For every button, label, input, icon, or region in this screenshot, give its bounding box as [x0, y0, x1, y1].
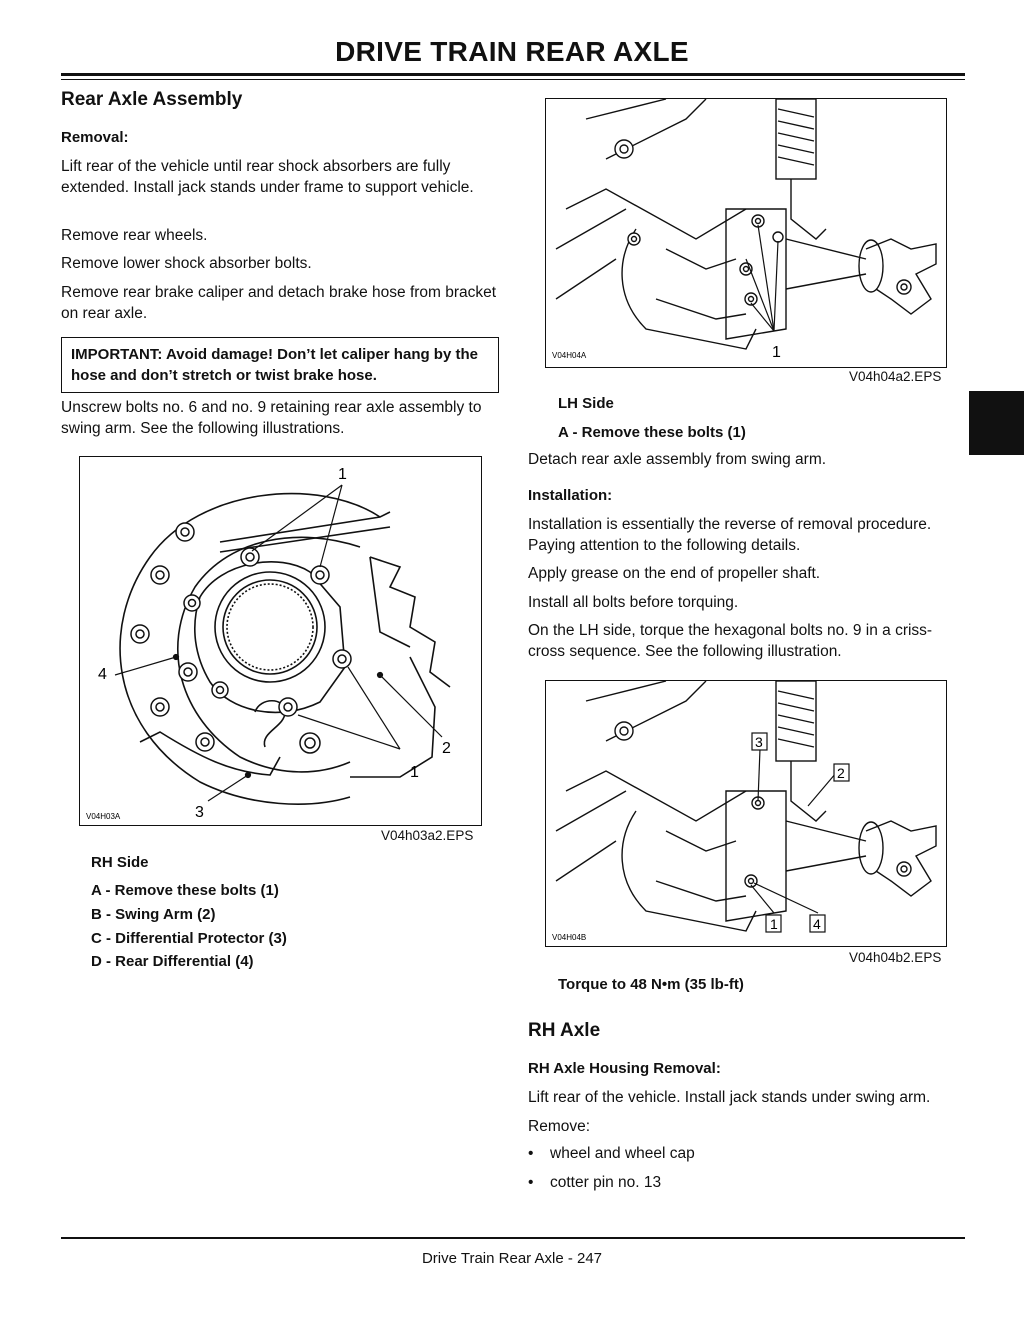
lh-legend-item-a: A - Remove these bolts (1)	[558, 424, 746, 441]
torque-callout-2: 2	[837, 765, 845, 781]
callout-1-bottom: 1	[410, 764, 419, 781]
unscrew-paragraph: Unscrew bolts no. 6 and no. 9 retaining …	[61, 399, 482, 437]
torque-figure: 3 2 1 4 V04H04B	[545, 680, 947, 947]
detach-paragraph: Detach rear axle assembly from swing arm…	[528, 451, 827, 468]
bullet-item-1: • wheel and wheel cap	[528, 1145, 695, 1163]
torque-illustration: 3 2 1 4 V04H04B	[552, 681, 937, 942]
torque-callout-4: 4	[813, 916, 821, 932]
removal-heading: Removal:	[61, 129, 129, 146]
rh-axle-removal-heading: RH Axle Housing Removal:	[528, 1060, 721, 1077]
lh-side-figure: 1 V04H04A	[545, 98, 947, 368]
footer-rule	[61, 1237, 965, 1239]
rh-legend-item-d: D - Rear Differential (4)	[91, 953, 254, 970]
rh-side-figure: 1 4 2 1 3 V04H03A	[79, 456, 482, 826]
page-footer: Drive Train Rear Axle - 247	[421, 1250, 603, 1267]
section-title: Rear Axle Assembly	[61, 89, 243, 110]
header-rule-thin	[61, 79, 965, 80]
rh-legend-item-b: B - Swing Arm (2)	[91, 906, 216, 923]
callout-3: 3	[195, 804, 204, 821]
rh-legend-item-c: C - Differential Protector (3)	[91, 930, 287, 947]
lh-axle-illustration: 1 V04H04A	[552, 99, 937, 361]
rh-axle-title: RH Axle	[528, 1020, 601, 1041]
header-rule-thick	[61, 73, 965, 76]
removal-paragraph-2: Remove rear wheels.	[61, 227, 208, 244]
torque-callout-1: 1	[770, 916, 778, 932]
installation-paragraph-4: On the LH side, torque the hexagonal bol…	[528, 622, 933, 660]
removal-paragraph-3: Remove lower shock absorber bolts.	[61, 255, 312, 272]
installation-paragraph-3: Install all bolts before torquing.	[528, 594, 739, 611]
callout-1-top: 1	[338, 466, 347, 483]
bullet-text: wheel and wheel cap	[550, 1145, 695, 1162]
bullet-text: cotter pin no. 13	[550, 1174, 662, 1191]
page-title: DRIVE TRAIN REAR AXLE	[335, 36, 689, 67]
torque-callout-3: 3	[755, 734, 763, 750]
rh-legend-title: RH Side	[91, 854, 149, 871]
lh-legend-title: LH Side	[558, 395, 614, 412]
bullet-dot-icon: •	[528, 1145, 534, 1162]
remove-label: Remove:	[528, 1118, 591, 1135]
important-notice: IMPORTANT: Avoid damage! Don’t let calip…	[61, 337, 499, 393]
callout-4: 4	[98, 666, 107, 683]
section-tab-marker	[969, 391, 1024, 455]
figure-code: V04H03A	[86, 812, 121, 821]
removal-paragraph-1: Lift rear of the vehicle until rear shoc…	[61, 158, 474, 196]
differential-illustration: 1 4 2 1 3 V04H03A	[86, 466, 451, 821]
rh-legend-item-a: A - Remove these bolts (1)	[91, 882, 279, 899]
lh-figure-caption: V04h04a2.EPS	[849, 369, 942, 384]
removal-paragraph-4: Remove rear brake caliper and detach bra…	[61, 284, 497, 322]
lh-callout-1: 1	[772, 344, 781, 361]
installation-paragraph-1: Installation is essentially the reverse …	[528, 516, 932, 554]
bullet-dot-icon: •	[528, 1174, 534, 1191]
rh-figure-caption: V04h03a2.EPS	[381, 828, 474, 843]
bullet-item-2: • cotter pin no. 13	[528, 1174, 661, 1192]
installation-heading: Installation:	[528, 487, 613, 504]
torque-figure-code: V04H04B	[552, 933, 586, 942]
installation-paragraph-2: Apply grease on the end of propeller sha…	[528, 565, 821, 582]
callout-2: 2	[442, 740, 451, 757]
rh-axle-removal-paragraph: Lift rear of the vehicle. Install jack s…	[528, 1089, 931, 1106]
torque-figure-caption: V04h04b2.EPS	[849, 950, 942, 965]
torque-spec: Torque to 48 N•m (35 lb-ft)	[558, 976, 744, 993]
lh-figure-code: V04H04A	[552, 351, 587, 360]
